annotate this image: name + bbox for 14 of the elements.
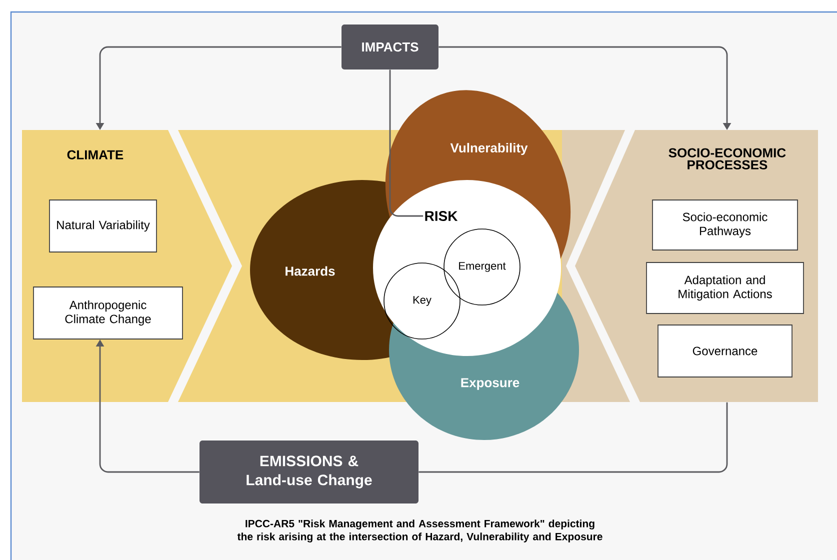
factor-box: Natural Variability: [49, 200, 157, 252]
petal-label: Hazards: [286, 266, 335, 276]
petal-label: Exposure: [461, 378, 520, 390]
node-label: CLIMATE: [67, 150, 124, 160]
node-label: SOCIO-ECONOMIC PROCESSES: [668, 148, 786, 170]
emissions-box: EMISSIONS & Land-use Change: [200, 440, 418, 504]
petal-label: Vulnerability: [450, 142, 528, 156]
factor-box: Socio-economic Pathways: [652, 200, 798, 250]
risk-label: RISK: [425, 211, 458, 221]
factor-box: Governance: [658, 324, 792, 378]
caption: IPCC-AR5 "Risk Management and Assessment Framework" depicting the risk arising at the intersection of Hazard, Vulnerability and Exposure: [237, 520, 602, 542]
factor-box: Adaptation and Mitigation Actions: [646, 262, 804, 314]
impacts-box: IMPACTS: [342, 24, 438, 70]
factor-box: Anthropogenic Climate Change: [33, 286, 183, 340]
